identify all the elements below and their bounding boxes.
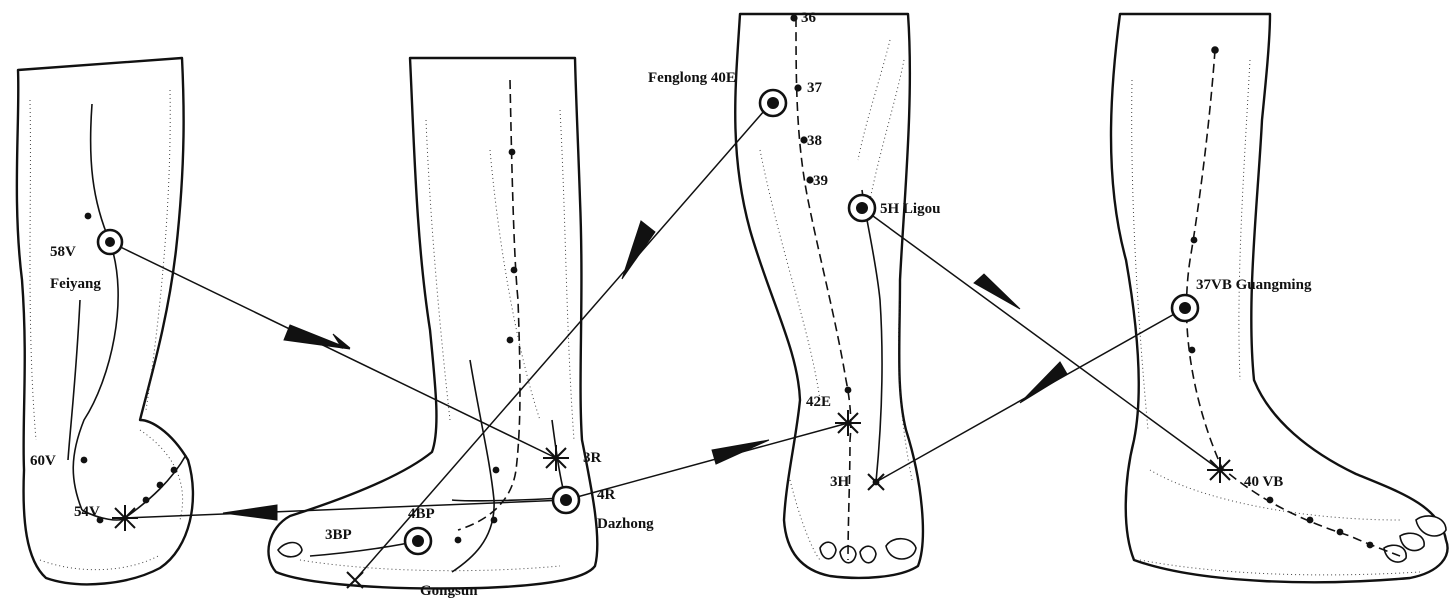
star-marker-40vb <box>1207 457 1233 483</box>
label-gongsun: Gongsun <box>420 583 478 599</box>
arrowhead-3 <box>223 505 277 520</box>
label-60v: 60V <box>30 453 56 469</box>
label-40vb: 40 VB <box>1244 474 1283 490</box>
arrowhead-6 <box>974 274 1020 309</box>
label-37: 37 <box>807 80 823 96</box>
label-39: 39 <box>813 173 828 189</box>
arrowhead-7 <box>1020 362 1067 403</box>
star-marker-3r <box>543 445 569 471</box>
ring-marker-dazhong <box>553 487 579 513</box>
label-ligou: 5H Ligou <box>880 201 940 217</box>
label-guangming: 37VB Guangming <box>1196 277 1312 293</box>
ring-marker-ligou <box>849 195 875 221</box>
label-36: 36 <box>801 10 817 26</box>
ring-marker-58v <box>98 230 122 254</box>
label-3r: 3R <box>583 450 602 466</box>
arrowhead-2 <box>284 325 350 349</box>
label-54v: 54V <box>74 504 100 520</box>
label-38: 38 <box>807 133 822 149</box>
label-4r: 4R <box>597 487 616 503</box>
star-marker-42e <box>835 410 861 436</box>
label-3bp: 3BP <box>325 527 352 543</box>
label-3h: 3H <box>830 474 850 490</box>
star-marker-54v <box>112 505 138 531</box>
label-dazhong: Dazhong <box>597 516 654 532</box>
label-42e: 42E <box>806 394 831 410</box>
leg-1-outline <box>17 58 193 584</box>
arrowhead-4 <box>622 221 655 279</box>
ring-marker-guangming <box>1172 295 1198 321</box>
label-4bp: 4BP <box>408 506 435 522</box>
label-58v: 58V <box>50 244 76 260</box>
ring-marker-gongsun <box>405 528 431 554</box>
ring-marker-fenglong <box>760 90 786 116</box>
leg-4-outline <box>1111 14 1448 582</box>
label-fenglong: Fenglong 40E <box>648 70 736 86</box>
label-feiyang: Feiyang <box>50 276 101 292</box>
arrowhead-5 <box>712 440 769 464</box>
